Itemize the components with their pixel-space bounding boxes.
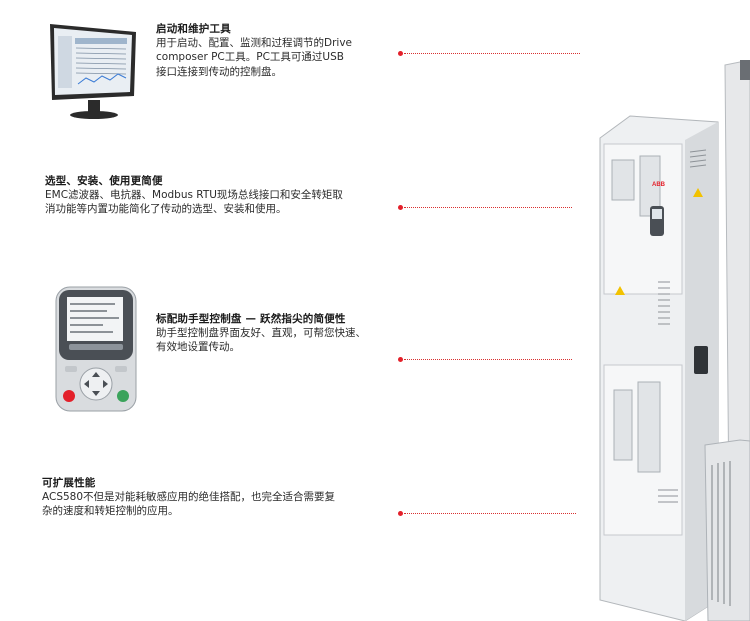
section-title: 可扩展性能 [42, 477, 96, 489]
section-body: EMC滤波器、电抗器、Modbus RTU现场总线接口和安全转矩取 消功能等内置… [45, 189, 343, 216]
leader-line [404, 53, 580, 54]
section-title: 标配助手型控制盘 — 跃然指尖的简便性 [156, 313, 346, 325]
section-body: ACS580不但是对能耗敏感应用的绝佳搭配，也完全适合需要复 杂的速度和转矩控制… [42, 491, 336, 518]
leader-line [404, 207, 572, 208]
feature-startup-tools: 启动和维护工具 用于启动、配置、监测和过程调节的Drive composer P… [156, 22, 376, 79]
section-body: 用于启动、配置、监测和过程调节的Drive composer PC工具。PC工具… [156, 37, 352, 78]
drive-cabinet-image: ABB [599, 60, 750, 621]
section-body: 助手型控制盘界面友好、直观，可帮您快速、 有效地设置传动。 [156, 327, 366, 354]
leader-dot [398, 51, 403, 56]
leader-line [404, 359, 572, 360]
feature-easy-selection: 选型、安装、使用更简便 EMC滤波器、电抗器、Modbus RTU现场总线接口和… [45, 174, 380, 217]
section-title: 启动和维护工具 [156, 23, 231, 35]
leader-dot [398, 511, 403, 516]
section-title: 选型、安装、使用更简便 [45, 175, 163, 187]
feature-scalable-performance: 可扩展性能 ACS580不但是对能耗敏感应用的绝佳搭配，也完全适合需要复 杂的速… [42, 476, 377, 519]
leader-dot [398, 205, 403, 210]
feature-assistant-panel: 标配助手型控制盘 — 跃然指尖的简便性 助手型控制盘界面友好、直观，可帮您快速、… [156, 312, 386, 355]
leader-line [404, 513, 576, 514]
brand-logo: ABB [652, 182, 666, 188]
control-panel-icon [55, 286, 137, 412]
monitor-icon [50, 24, 136, 119]
leader-dot [398, 357, 403, 362]
